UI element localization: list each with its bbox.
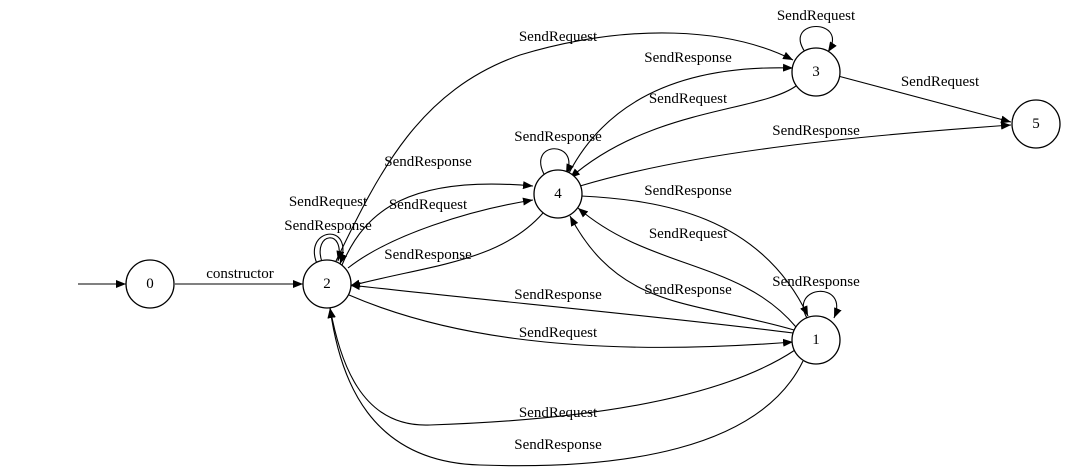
edges xyxy=(175,26,1012,467)
node-label-0: 0 xyxy=(146,276,154,292)
edge-label-1-1: SendResponse xyxy=(772,274,860,290)
edge-label-2-2-b: SendResponse xyxy=(284,218,372,234)
edge-2-1 xyxy=(348,294,794,348)
edge-label-2-4-b: SendRequest xyxy=(389,197,468,213)
node-label-1: 1 xyxy=(812,332,820,348)
edge-3-4 xyxy=(569,85,797,179)
edge-1-1 xyxy=(802,290,842,319)
edge-3-3 xyxy=(799,26,837,53)
edge-label-2-3: SendRequest xyxy=(519,29,598,45)
edge-label-0-2: constructor xyxy=(206,266,273,282)
edge-label-1-4-a: SendRequest xyxy=(649,226,728,242)
edge-label-4-2: SendResponse xyxy=(384,247,472,263)
edge-4-2 xyxy=(349,212,544,288)
edge-label-1-2-c: SendResponse xyxy=(514,437,602,453)
edge-1-4-b xyxy=(569,215,795,331)
node-4: 4 xyxy=(533,169,583,219)
edge-4-4 xyxy=(540,148,574,177)
edge-4-5 xyxy=(579,121,1012,187)
node-1: 1 xyxy=(791,315,841,365)
edge-label-3-4: SendRequest xyxy=(649,91,728,107)
edge-label-1-2-a: SendResponse xyxy=(514,287,602,303)
node-2: 2 xyxy=(302,259,352,309)
edge-label-3-3: SendRequest xyxy=(777,8,856,24)
edge-label-1-4-b: SendResponse xyxy=(644,282,732,298)
edge-2-4-a xyxy=(341,181,534,266)
edge-2-2-b xyxy=(313,233,348,267)
node-0: 0 xyxy=(125,259,175,309)
edge-label-2-4-a: SendResponse xyxy=(384,154,472,170)
edge-label-4-1: SendResponse xyxy=(644,183,732,199)
node-label-2: 2 xyxy=(323,276,331,292)
node-label-3: 3 xyxy=(812,64,820,80)
edge-3-5 xyxy=(837,75,1012,124)
edge-labels: constructor SendRequest SendResponse Sen… xyxy=(206,8,980,453)
node-label-5: 5 xyxy=(1032,116,1040,132)
edge-2-2-a xyxy=(319,237,345,263)
edge-label-4-4: SendResponse xyxy=(514,129,602,145)
edge-1-2-a xyxy=(349,282,794,334)
node-5: 5 xyxy=(1011,99,1061,149)
edge-4-1 xyxy=(580,195,809,317)
edge-label-3-5: SendRequest xyxy=(901,74,980,90)
edge-2-3 xyxy=(335,32,794,262)
edge-label-1-2-b: SendRequest xyxy=(519,405,598,421)
edge-1-2-c xyxy=(327,307,804,467)
edge-1-2-b xyxy=(327,307,796,426)
edge-label-2-1: SendRequest xyxy=(519,325,598,341)
edge-label-4-5: SendResponse xyxy=(772,123,860,139)
edge-1-4-a xyxy=(577,207,797,328)
edge-label-2-2-a: SendRequest xyxy=(289,194,368,210)
node-3: 3 xyxy=(791,47,841,97)
node-label-4: 4 xyxy=(554,186,562,202)
edge-2-4-b xyxy=(347,197,534,269)
edge-4-3 xyxy=(568,63,794,174)
edge-label-4-3: SendResponse xyxy=(644,50,732,66)
